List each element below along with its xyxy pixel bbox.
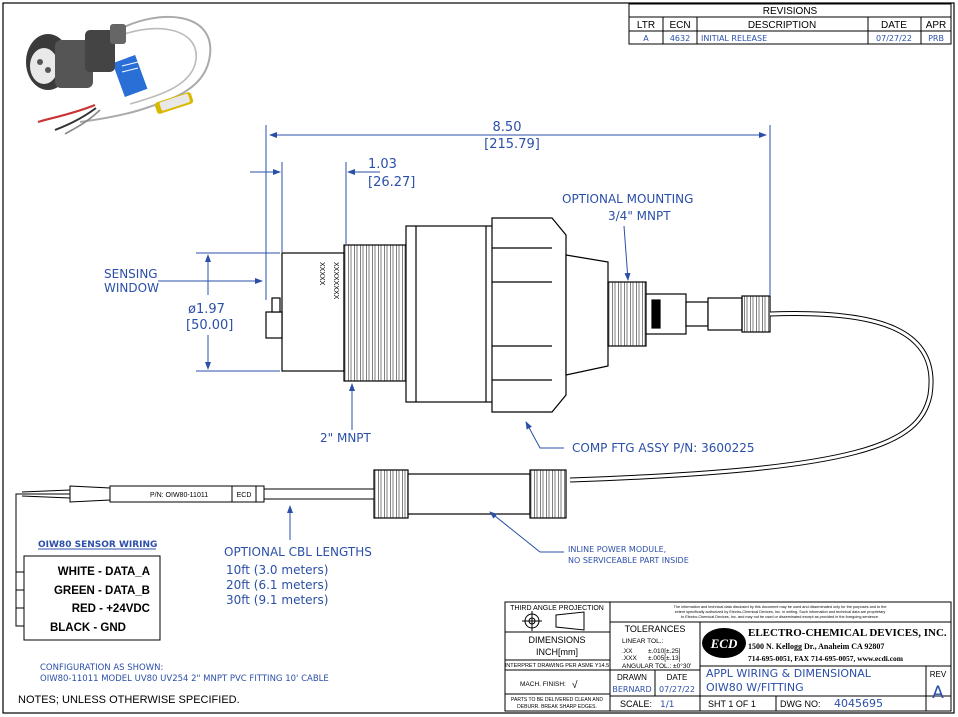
tb-projection: THIRD ANGLE PROJECTION — [510, 605, 604, 612]
svg-text:XXXXXXXX: XXXXXXXX — [332, 262, 339, 300]
tb-interpret: INTERPRET DRAWING PER ASME Y14.5 — [505, 663, 609, 669]
tb-disclaimer-3: to Electro-Chemical Devices, Inc. and ma… — [681, 615, 879, 619]
tb-sheet: SHT 1 OF 1 — [708, 699, 756, 709]
tb-company: ELECTRO-CHEMICAL DEVICES, INC. — [748, 627, 947, 639]
tb-tol-xxx-val: ±.005[±.13] — [648, 655, 681, 662]
dim-overall-in: 8.50 — [493, 120, 522, 135]
revisions-title: REVISIONS — [763, 6, 818, 17]
cbl-length-10: 10ft (3.0 meters) — [226, 563, 328, 577]
rev-date: 07/27/22 — [876, 34, 912, 43]
tb-date-label: DATE — [667, 673, 688, 682]
tb-dwg-label: DWG NO: — [780, 699, 821, 709]
rev-header-date: DATE — [881, 20, 907, 31]
tb-dimensions-label: DIMENSIONS — [528, 635, 585, 645]
logo-text: ECD — [710, 636, 738, 651]
tb-disclaimer-2: extent specifically authorized by Electr… — [675, 610, 886, 614]
callout-sensing-1: SENSING — [104, 267, 158, 281]
wire-red: RED - +24VDC — [72, 603, 150, 615]
svg-text:XXXXX: XXXXX — [318, 262, 325, 286]
cbl-title: OPTIONAL CBL LENGTHS — [224, 545, 372, 559]
dim-sensor-in: 1.03 — [368, 157, 397, 172]
rev-apr: PRB — [928, 34, 944, 43]
tb-drawn-label: DRAWN — [617, 673, 647, 682]
tb-tolerances: TOLERANCES — [625, 624, 686, 634]
tb-drawn-date: 07/27/22 — [659, 685, 695, 694]
tb-drawn-by: BERNARD — [612, 685, 651, 694]
cbl-length-30: 30ft (9.1 meters) — [226, 593, 328, 607]
tb-parts-note-1: PARTS TO BE DELIVERED CLEAN AND — [511, 697, 603, 703]
config-line-1: CONFIGURATION AS SHOWN: — [40, 663, 163, 673]
dim-sensor-mm: [26.27] — [368, 175, 415, 190]
title-block — [504, 601, 952, 712]
wiring-box — [23, 555, 161, 641]
tb-title-2: OIW80 W/FITTING — [706, 681, 804, 694]
dimension-overall — [265, 125, 771, 300]
config-line-2: OIW80-11011 MODEL UV80 UV254 2" MNPT PVC… — [40, 674, 329, 684]
callout-mounting-1: OPTIONAL MOUNTING — [562, 192, 693, 206]
cable-ecd-logo: ECD — [237, 492, 252, 499]
tb-tol-xxx: .XXX — [622, 655, 637, 662]
rev-description: INITIAL RELEASE — [701, 34, 767, 43]
projection-symbol — [522, 611, 585, 631]
tb-linear: LINEAR TOL.: — [622, 638, 663, 645]
dimension-sensor — [250, 162, 380, 252]
tb-title-1: APPL WIRING & DIMENSIONAL — [706, 667, 872, 680]
dim-diameter-mm: [50.00] — [186, 318, 233, 333]
rev-header-ecn: ECN — [669, 20, 690, 31]
tb-disclaimer-1: The information and technical data discl… — [674, 605, 887, 609]
wiring-title: OIW80 SENSOR WIRING — [38, 540, 157, 550]
rev-header-ltr: LTR — [637, 20, 655, 31]
wire-green: GREEN - DATA_B — [54, 585, 150, 597]
tb-tol-xx: .XX — [622, 648, 633, 655]
ecd-logo: ECD — [702, 628, 746, 658]
wire-black: BLACK - GND — [50, 622, 126, 634]
revisions-table: REVISIONS LTR ECN DESCRIPTION DATE APR A… — [628, 3, 952, 45]
tb-phone: 714-695-0051, FAX 714-695-0057, www.ecdi… — [748, 654, 904, 663]
tb-rev-label: REV — [930, 670, 947, 679]
tb-angular: ANGULAR TOL.: ±0°30' — [622, 662, 691, 670]
tb-parts-note-2: DEBURR. BREAK SHARP EDGES. — [517, 704, 597, 710]
rev-header-apr: APR — [926, 20, 947, 31]
wire-white: WHITE - DATA_A — [58, 566, 150, 578]
sensor-photo — [26, 15, 212, 135]
notes: NOTES; UNLESS OTHERWISE SPECIFIED. — [18, 694, 240, 706]
callout-inline-2: NO SERVICEABLE PART INSIDE — [568, 556, 689, 565]
finish-symbol: √ — [572, 679, 578, 691]
rev-ltr: A — [643, 34, 649, 43]
callout-2in-mnpt: 2" MNPT — [320, 431, 372, 445]
callout-mounting-2: 3/4" MNPT — [608, 209, 671, 223]
inline-power-module — [373, 469, 567, 519]
callout-comp-ftg: COMP FTG ASSY P/N: 3600225 — [572, 441, 755, 455]
tb-mach-finish: MACH. FINISH: — [520, 681, 566, 688]
tb-address: 1500 N. Kellogg Dr., Anaheim CA 92807 — [748, 642, 884, 651]
tb-dwg-no: 4045695 — [834, 697, 883, 710]
dimension-diameter — [196, 252, 280, 372]
sensor-side-view: XXXXXXXX XXXXX — [265, 217, 771, 413]
tb-units: INCH[mm] — [536, 647, 578, 657]
tb-tol-xx-val: ±.010[±.25] — [648, 648, 681, 655]
rev-ecn: 4632 — [670, 34, 690, 43]
cbl-length-20: 20ft (6.1 meters) — [226, 578, 328, 592]
rev-header-description: DESCRIPTION — [748, 20, 816, 31]
callout-inline-1: INLINE POWER MODULE, — [568, 545, 666, 554]
tb-scale-label: SCALE: — [620, 699, 652, 709]
tb-rev: A — [932, 683, 944, 703]
dim-diameter-in: ø1.97 — [188, 302, 225, 317]
cable-label: P/N: OIW80-11011 — [150, 492, 208, 499]
tb-scale: 1/1 — [660, 700, 674, 710]
dim-overall-mm: [215.79] — [484, 137, 540, 152]
callout-sensing-2: WINDOW — [104, 281, 159, 295]
